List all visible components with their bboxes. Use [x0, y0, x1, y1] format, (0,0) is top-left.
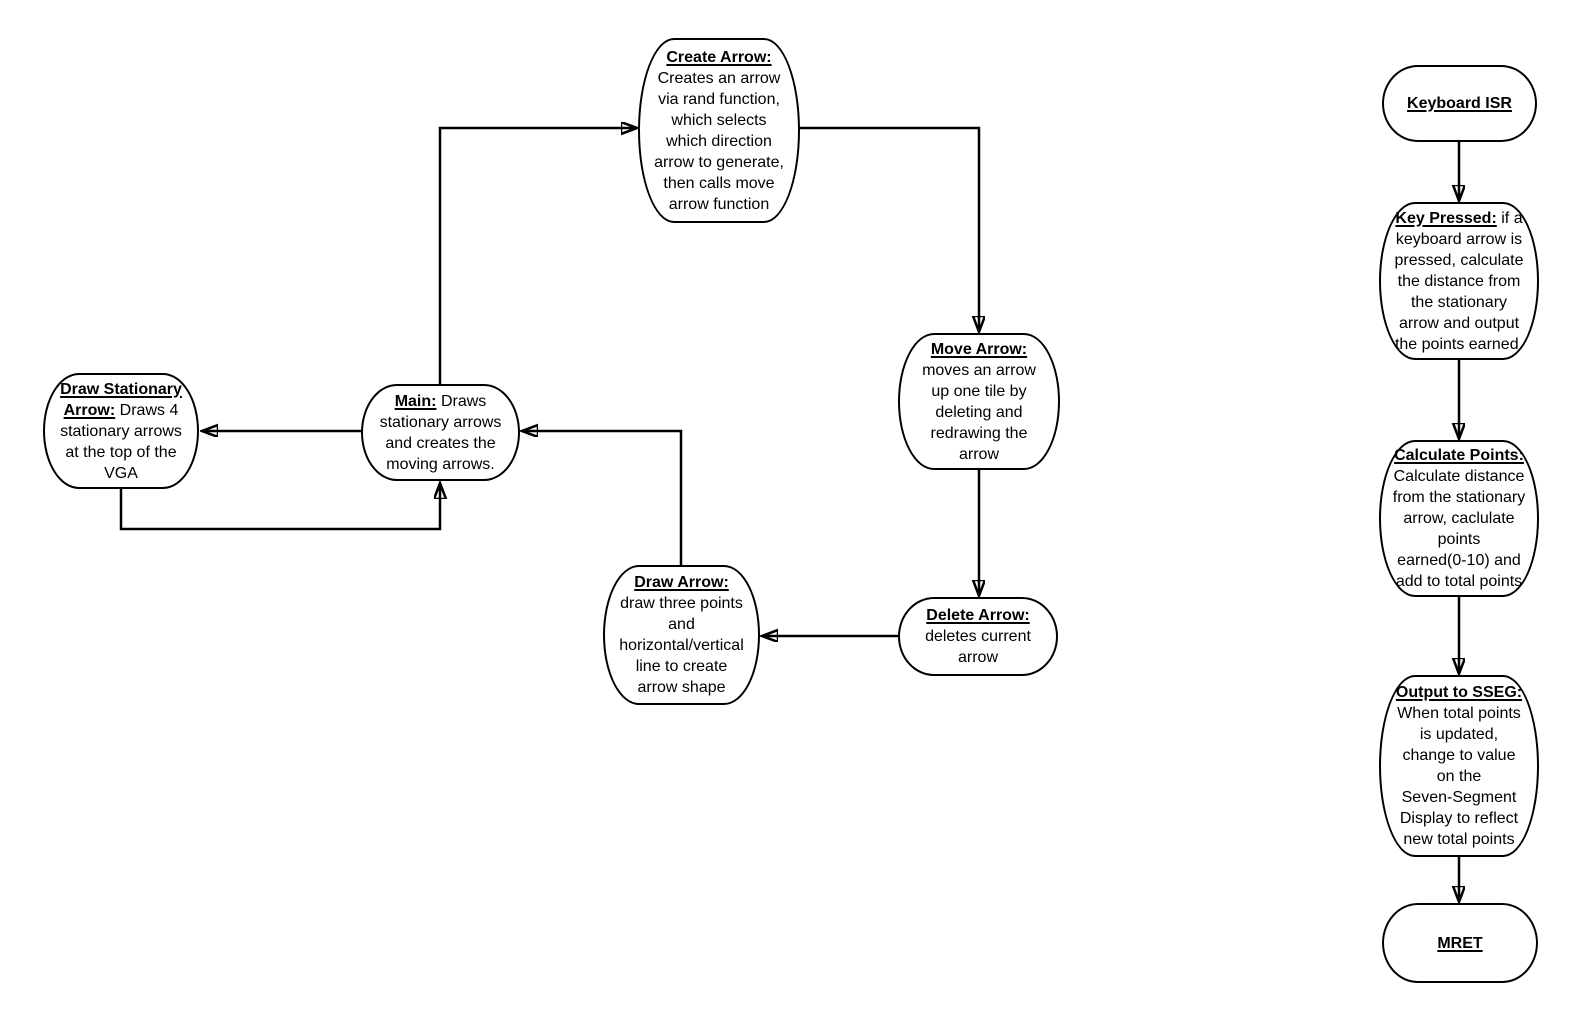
- node-output-to-sseg-title: Output to SSEG:: [1395, 684, 1523, 701]
- node-delete-arrow-title: Delete Arrow:: [926, 607, 1030, 624]
- node-keyboard-isr-text: Keyboard ISR: [1407, 93, 1512, 114]
- node-key-pressed-title: Key Pressed:: [1395, 209, 1497, 227]
- node-draw-stationary-arrow-title: Draw Stationary Arrow:: [60, 380, 182, 419]
- node-calculate-points: Calculate Points: Calculate distance from…: [1379, 440, 1539, 597]
- node-calculate-points-title: Calculate Points:: [1394, 447, 1524, 464]
- node-keyboard-isr-title: Keyboard ISR: [1407, 95, 1512, 112]
- node-key-pressed-text: Key Pressed:if a keyboard arrow is press…: [1395, 208, 1524, 355]
- node-create-arrow-body: Creates an arrow via rand function, whic…: [654, 69, 784, 213]
- node-mret: MRET: [1382, 903, 1538, 983]
- edge-draw-arrow-to-main: [523, 431, 683, 565]
- node-key-pressed: Key Pressed:if a keyboard arrow is press…: [1379, 202, 1539, 360]
- node-draw-stationary-arrow-body: Draws 4 stationary arrows at the top of …: [60, 401, 182, 482]
- edge-create-arrow-to-move-arrow: [800, 126, 979, 331]
- node-move-arrow: Move Arrow: moves an arrow up one tile by…: [898, 333, 1060, 470]
- node-main-body: Draws stationary arrows and creates the …: [379, 392, 502, 473]
- node-main-title: Main:: [394, 392, 437, 410]
- node-main: Main:Draws stationary arrows and creates…: [361, 384, 520, 481]
- node-output-to-sseg-body: When total points is updated, change to …: [1397, 705, 1521, 848]
- node-draw-stationary-arrow: Draw Stationary Arrow:Draws 4 stationary…: [43, 373, 199, 489]
- node-output-to-sseg: Output to SSEG: When total points is upda…: [1379, 675, 1539, 857]
- node-delete-arrow-text: Delete Arrow: deletes current arrow: [925, 605, 1031, 668]
- node-draw-arrow-text: Draw Arrow: draw three points and horizon…: [619, 572, 744, 698]
- node-draw-arrow-title: Draw Arrow:: [634, 574, 729, 591]
- node-move-arrow-body: moves an arrow up one tile by deleting a…: [922, 361, 1036, 463]
- node-key-pressed-body: if a keyboard arrow is pressed, calculat…: [1394, 209, 1524, 353]
- node-output-to-sseg-text: Output to SSEG: When total points is upda…: [1396, 682, 1522, 850]
- node-draw-arrow: Draw Arrow: draw three points and horizon…: [603, 565, 760, 705]
- node-mret-title: MRET: [1437, 934, 1483, 952]
- node-main-text: Main:Draws stationary arrows and creates…: [380, 391, 502, 475]
- edge-main-to-create-arrow: [438, 128, 636, 385]
- node-keyboard-isr: Keyboard ISR: [1382, 65, 1537, 142]
- edge-draw-stationary-arrow-to-main: [119, 484, 440, 531]
- node-delete-arrow: Delete Arrow: deletes current arrow: [898, 597, 1058, 676]
- node-draw-stationary-arrow-text: Draw Stationary Arrow:Draws 4 stationary…: [60, 379, 182, 484]
- node-delete-arrow-body: deletes current arrow: [925, 628, 1031, 666]
- node-create-arrow-title: Create Arrow:: [666, 48, 772, 66]
- node-create-arrow-text: Create Arrow: Creates an arrow via rand f…: [654, 47, 784, 215]
- node-mret-text: MRET: [1437, 933, 1482, 954]
- node-move-arrow-title: Move Arrow:: [930, 340, 1028, 358]
- node-draw-arrow-body: draw three points and horizontal/vertica…: [619, 595, 744, 696]
- node-create-arrow: Create Arrow: Creates an arrow via rand f…: [638, 38, 800, 223]
- node-move-arrow-text: Move Arrow: moves an arrow up one tile by…: [922, 339, 1036, 465]
- node-calculate-points-body: Calculate distance from the stationary a…: [1392, 468, 1526, 590]
- node-calculate-points-text: Calculate Points: Calculate distance from…: [1393, 445, 1526, 592]
